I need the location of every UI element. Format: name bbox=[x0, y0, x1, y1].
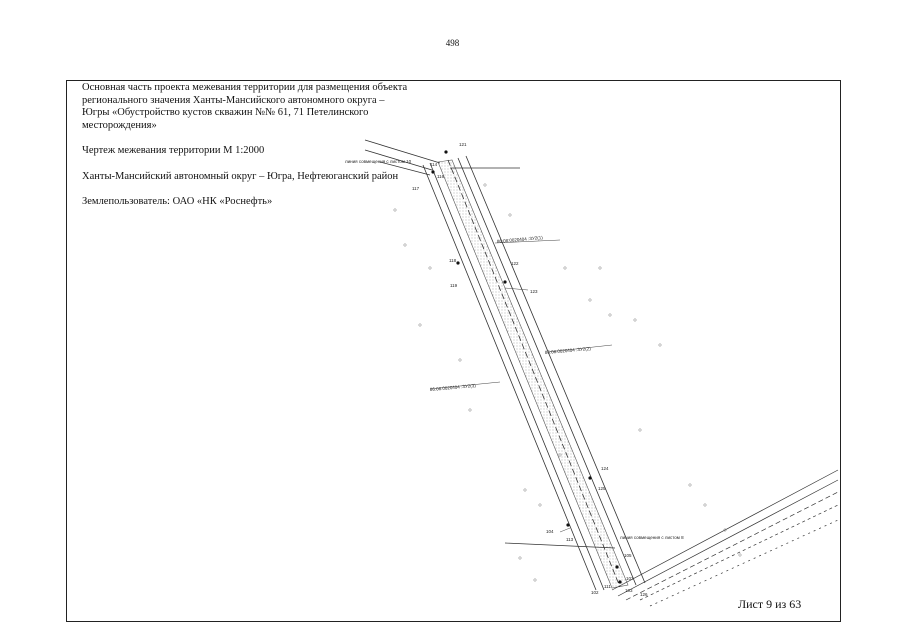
point-label: 118 bbox=[449, 258, 457, 263]
point-label: 114 bbox=[430, 162, 438, 167]
point-label: 105 bbox=[624, 553, 632, 558]
sheet-label: Лист 9 из 63 bbox=[738, 597, 802, 611]
match-line-bottom-label: линия совмещения с листом 8 bbox=[620, 535, 684, 540]
region-text: Ханты-Мансийский автономный округ – Югра… bbox=[82, 170, 399, 182]
boundary-lines bbox=[422, 155, 646, 591]
point-label: 121 bbox=[459, 142, 467, 147]
top-approach bbox=[364, 139, 520, 176]
bottom-roads bbox=[504, 469, 839, 607]
drawing-title: Чертеж межевания территории М 1:2000 bbox=[82, 145, 265, 156]
point-label: 116 bbox=[437, 174, 445, 179]
page-number: 498 bbox=[445, 38, 460, 48]
point-label: 122 bbox=[511, 261, 519, 266]
point-label: 119 bbox=[450, 283, 458, 288]
point-label: 103 bbox=[625, 588, 633, 593]
point-label: 113 bbox=[566, 537, 574, 542]
point-label: 104 bbox=[546, 529, 554, 534]
match-line-top-label: линия совмещения с листом 10 bbox=[345, 159, 412, 164]
point-label: 102 bbox=[591, 590, 599, 595]
point-label: 107 bbox=[626, 576, 634, 581]
point-label: 117 bbox=[412, 186, 420, 191]
parcel-label-3: 86:08:0020404 :ЗУ2(3) bbox=[430, 383, 477, 392]
terrain-marks bbox=[393, 183, 742, 582]
point-markers bbox=[431, 150, 622, 584]
point-label: 111 bbox=[604, 584, 611, 589]
point-label: 125 bbox=[598, 486, 606, 491]
drawing-frame bbox=[66, 80, 841, 622]
point-label: 124 bbox=[601, 466, 609, 471]
parcel-label-1: 86:08:0020404 :ЗУ2(1) bbox=[497, 235, 544, 244]
point-label: 123 bbox=[530, 289, 538, 294]
land-user-text: Землепользователь: ОАО «НК «Роснефть» bbox=[82, 196, 273, 207]
leader-lines bbox=[429, 239, 613, 533]
corridor-band bbox=[437, 159, 629, 589]
parcel-label-2: 86:08:0020404 :ЗУ2(2) bbox=[545, 346, 592, 355]
title-block: Основная часть проекта межевания террито… bbox=[82, 82, 412, 222]
project-title: Основная часть проекта межевания террито… bbox=[82, 82, 408, 131]
point-label: 126 bbox=[640, 592, 648, 597]
